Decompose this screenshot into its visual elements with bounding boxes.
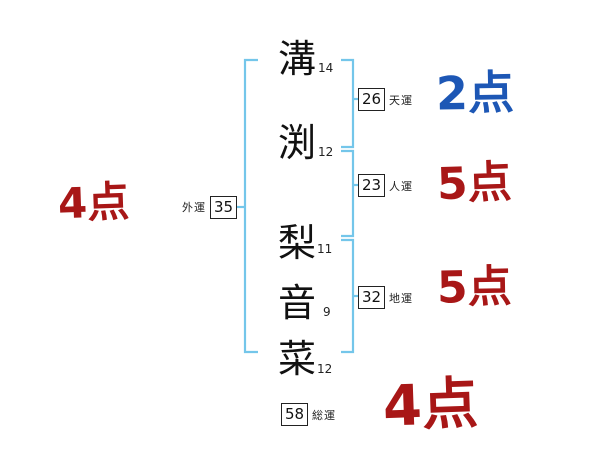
person-luck-label: 人運 <box>389 180 413 193</box>
total-luck-value-box: 58 <box>281 403 308 426</box>
name-char-4: 音 <box>278 281 317 325</box>
earth-luck-score: 5点 <box>436 261 513 314</box>
name-char-2: 渕 <box>278 121 317 165</box>
name-char-4-strokes: 9 <box>323 305 331 319</box>
earth-luck-value-box: 32 <box>358 286 385 309</box>
name-char-5-strokes: 12 <box>317 362 333 376</box>
earth-luck-bracket <box>341 238 355 354</box>
total-luck-label: 総運 <box>312 409 336 422</box>
person-luck-value-box: 23 <box>358 174 385 197</box>
total-luck-score: 4点 <box>381 371 480 440</box>
earth-luck-label: 地運 <box>389 292 413 305</box>
person-luck-bracket <box>341 149 355 238</box>
person-luck-score: 5点 <box>436 156 513 211</box>
heaven-luck-label: 天運 <box>389 94 413 107</box>
name-char-3-strokes: 11 <box>317 242 333 256</box>
heaven-luck-value-box: 26 <box>358 88 385 111</box>
outer-luck-label: 外運 <box>182 201 206 214</box>
name-char-1: 溝 <box>278 37 317 81</box>
name-char-1-strokes: 14 <box>318 61 334 75</box>
name-char-3: 梨 <box>278 221 317 265</box>
heaven-luck-bracket <box>341 58 355 149</box>
outer-luck-score: 4点 <box>57 176 131 229</box>
outer-luck-value-box: 35 <box>210 196 237 219</box>
heaven-luck-score: 2点 <box>435 65 515 121</box>
name-char-2-strokes: 12 <box>318 145 334 159</box>
outer-luck-bracket <box>243 58 258 354</box>
name-char-5: 菜 <box>278 337 317 381</box>
